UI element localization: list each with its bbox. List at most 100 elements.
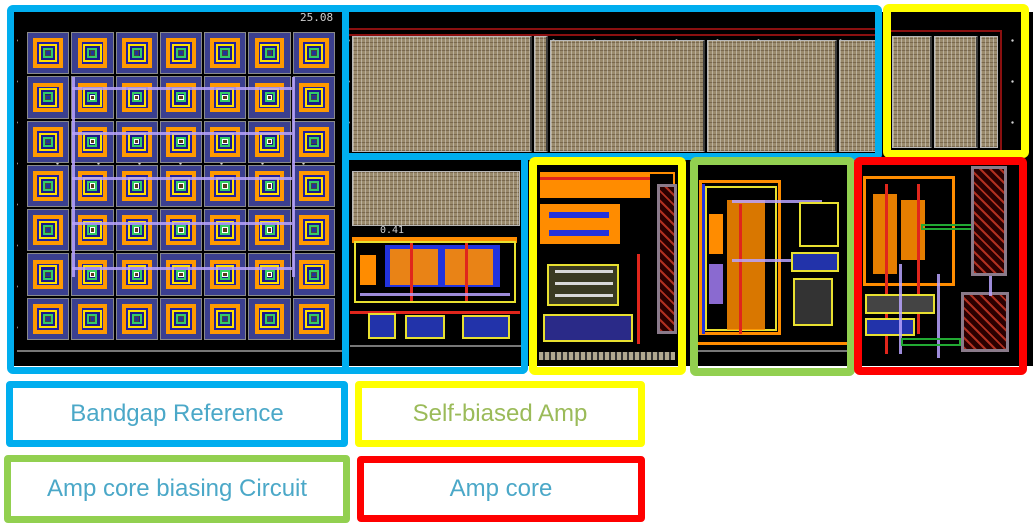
bjt-cell-active xyxy=(204,253,247,296)
interconnect-wire xyxy=(732,259,802,262)
bjt-cell-active xyxy=(204,76,247,119)
metal-route xyxy=(540,177,650,180)
interconnect-wire xyxy=(360,293,510,296)
bjt-cell-dummy xyxy=(159,32,203,75)
bottom-rail xyxy=(697,350,847,352)
bjt-cell-active xyxy=(159,120,203,163)
legend-bandgap-reference: Bandgap Reference xyxy=(6,381,348,447)
capacitor xyxy=(657,184,677,334)
mosfet-block xyxy=(727,200,765,330)
mosfet-block xyxy=(368,313,396,339)
metal-route xyxy=(465,241,468,301)
mosfet-block xyxy=(549,230,609,236)
resistor-array xyxy=(892,36,932,148)
mosfet-block xyxy=(540,204,620,244)
bjt-cell-active xyxy=(71,253,114,296)
metal-route xyxy=(637,254,640,344)
interconnect-wire xyxy=(72,77,75,277)
self-biased-amp-circuit-region xyxy=(537,164,681,364)
metal-route xyxy=(739,204,742,334)
bjt-array-region: 25.08 xyxy=(17,11,343,364)
mosfet-block xyxy=(799,202,839,247)
legend-amp-core-biasing-circuit: Amp core biasing Circuit xyxy=(4,455,350,523)
bjt-cell-active xyxy=(71,120,114,163)
bjt-cell-dummy xyxy=(27,32,70,75)
bjt-cell-active xyxy=(115,76,158,119)
bjt-cell-active xyxy=(159,76,203,119)
mosfet-finger xyxy=(555,270,613,273)
bjt-cell-dummy xyxy=(71,297,114,340)
bjt-cell-dummy xyxy=(27,76,70,119)
legend-label: Bandgap Reference xyxy=(70,400,284,427)
self-biased-resistor-region xyxy=(890,12,1033,154)
capacitor xyxy=(971,166,1007,276)
bjt-cell-active xyxy=(115,164,158,208)
coordinate-readout: 25.08 xyxy=(300,11,334,24)
interconnect-wire xyxy=(937,274,940,358)
mosfet-block xyxy=(543,314,633,342)
routing-frame xyxy=(697,342,847,345)
bjt-cell-active xyxy=(115,120,158,163)
interconnect-wire xyxy=(72,87,292,90)
mosfet-block xyxy=(793,278,833,326)
legend-label: Amp core xyxy=(449,475,553,502)
bottom-rail xyxy=(17,350,343,352)
power-rail xyxy=(349,34,879,36)
mosfet-finger xyxy=(555,294,613,297)
bjt-cell-active xyxy=(204,120,247,163)
resistor-array xyxy=(839,40,879,152)
inner-label: 0.41 xyxy=(380,225,405,236)
bjt-cell-dummy xyxy=(159,297,203,340)
mosfet-block xyxy=(709,264,723,304)
bjt-cell-active xyxy=(115,209,158,252)
bjt-cell-active xyxy=(248,209,291,252)
mosfet-block xyxy=(445,249,493,285)
legend-self-biased-amp: Self-biased Amp xyxy=(355,381,645,447)
metal-route xyxy=(350,311,520,314)
amp-core-biasing-circuit-region xyxy=(697,164,847,360)
interconnect-wire xyxy=(732,200,822,203)
mosfet-block xyxy=(791,252,839,272)
bjt-cell-dummy xyxy=(204,297,247,340)
resistor-array xyxy=(550,40,705,152)
bjt-cell-dummy xyxy=(292,297,335,340)
mosfet-block xyxy=(549,212,609,218)
bjt-cell-dummy xyxy=(27,253,70,296)
resistor-array xyxy=(534,36,548,152)
bjt-cell-dummy xyxy=(248,297,291,340)
bjt-grid xyxy=(27,32,335,340)
diffusion-outline xyxy=(354,241,516,303)
interconnect-wire xyxy=(72,132,292,135)
mosfet-block xyxy=(709,214,723,254)
bjt-cell-active xyxy=(248,253,291,296)
interconnect-wire xyxy=(72,222,292,225)
mosfet-block xyxy=(462,315,510,339)
bjt-cell-dummy xyxy=(204,32,247,75)
resistor-array xyxy=(352,36,532,152)
power-rail xyxy=(349,28,879,30)
bottom-rail xyxy=(350,345,523,347)
bjt-cell-dummy xyxy=(115,32,158,75)
bjt-cell-dummy xyxy=(71,32,114,75)
routing-frame xyxy=(540,172,675,174)
resistor-bank-region xyxy=(349,12,879,154)
bjt-cell-dummy xyxy=(115,297,158,340)
capacitor xyxy=(961,292,1009,352)
interconnect-wire xyxy=(72,267,292,270)
metal-route xyxy=(901,338,961,346)
bjt-cell-active xyxy=(248,120,291,163)
mosfet-block xyxy=(390,249,438,285)
bjt-cell-dummy xyxy=(292,209,335,252)
mosfet-block xyxy=(360,255,376,285)
bjt-cell-dummy xyxy=(27,164,70,208)
bandgap-circuit-region: 0.41 xyxy=(350,163,523,350)
amp-core-circuit-region xyxy=(861,164,1021,358)
mosfet-block xyxy=(352,237,517,243)
power-rail xyxy=(1000,30,1002,152)
resistor-array xyxy=(934,36,978,148)
bjt-cell-active xyxy=(204,164,247,208)
bjt-cell-active xyxy=(71,164,114,208)
legend-label: Amp core biasing Circuit xyxy=(46,475,308,502)
resistor-array xyxy=(707,40,837,152)
bjt-cell-dummy xyxy=(292,164,335,208)
